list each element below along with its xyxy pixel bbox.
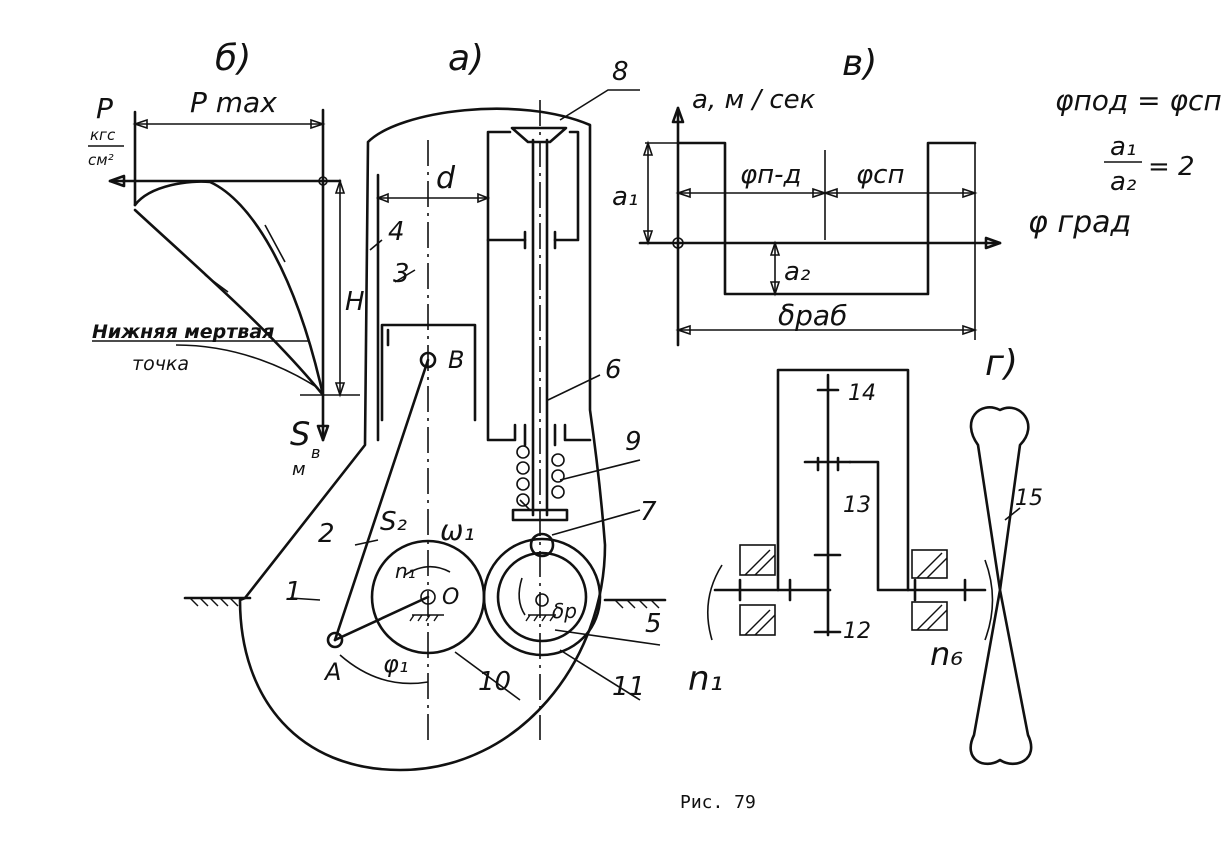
a-axis-label: a, м / сек — [692, 85, 816, 115]
ratio-denominator: a₂ — [1110, 167, 1136, 197]
s-axis-label: S — [290, 415, 310, 453]
label-panel-g: г) — [985, 343, 1018, 384]
p-axis-label: P — [96, 92, 113, 125]
part-2: 2 — [318, 519, 335, 549]
part-14: 14 — [848, 381, 876, 406]
crank-1 — [333, 595, 430, 642]
part-5: 5 — [645, 609, 662, 639]
symbol-delta-p: δр — [552, 599, 577, 623]
part-13: 13 — [843, 493, 871, 518]
indicator-curve — [133, 180, 325, 397]
pmax-label: P max — [190, 86, 277, 119]
point-O: O — [442, 585, 459, 610]
carrier-frame — [776, 368, 910, 592]
propeller-15 — [969, 406, 1033, 766]
angle-phi1-arc — [339, 654, 429, 685]
dead-point-leader — [175, 344, 319, 389]
spring-9 — [516, 445, 565, 507]
cylinder-head-box — [486, 130, 517, 442]
omega-arc — [404, 565, 451, 576]
connecting-rod-2 — [333, 358, 430, 642]
bearing-left-bottom — [739, 604, 776, 636]
label-panel-v: в) — [842, 43, 877, 84]
phi-pd-label: φп-д — [740, 160, 802, 190]
n1-arrow — [706, 564, 723, 641]
dead-point-line1: Нижняя мертвая — [92, 321, 274, 343]
joint-A — [326, 631, 344, 649]
label-n6: n₆ — [930, 635, 963, 673]
ground-left-hatch — [189, 597, 239, 607]
a1-label: a₁ — [612, 182, 638, 212]
a2-label: a₂ — [784, 257, 810, 287]
h-label: H — [345, 287, 365, 317]
part-4: 4 — [388, 217, 405, 247]
part-9: 9 — [625, 427, 642, 457]
cam-5 — [496, 551, 588, 643]
part-3: 3 — [393, 259, 410, 289]
symbol-omega1: ω₁ — [440, 514, 475, 547]
acceleration-diagram-panel — [638, 106, 1002, 347]
s-axis-sub: в — [311, 443, 320, 462]
ratio-value: = 2 — [1148, 152, 1195, 182]
label-n1: n₁ — [688, 659, 723, 699]
symbol-phi1: φ₁ — [383, 650, 408, 678]
pressure-diagram-panel — [92, 108, 360, 442]
part-15: 15 — [1015, 486, 1043, 511]
part-6: 6 — [605, 355, 622, 385]
point-A: A — [323, 658, 341, 686]
condition-phi: φпод = φсп — [1055, 84, 1222, 117]
delta-rab-label: δраб — [778, 299, 847, 332]
phi-sp-label: φсп — [856, 160, 904, 190]
bearing-left-top — [739, 544, 776, 576]
phi-axis-label: φ град — [1028, 205, 1131, 240]
gear-train-panel — [706, 368, 1033, 766]
delta-p-arc — [518, 577, 526, 616]
ratio-numerator: a₁ — [1110, 132, 1136, 162]
spring-seat — [511, 508, 569, 522]
dead-point-line2: точка — [132, 353, 189, 375]
p-axis-unit-bottom: см² — [88, 151, 114, 169]
n6-arrow — [984, 559, 994, 641]
joint-B — [419, 351, 437, 369]
p-axis-unit-top: кгс — [90, 126, 116, 144]
symbol-S2: S₂ — [380, 507, 407, 537]
piston-3 — [380, 323, 477, 422]
acceleration-curve — [676, 141, 977, 296]
valve-head-8 — [510, 126, 568, 144]
s-axis-unit: м — [292, 459, 306, 480]
part-10: 10 — [478, 667, 511, 697]
symbol-n1-inner: n₁ — [395, 559, 416, 583]
ground-right-hatch — [614, 599, 660, 609]
point-B: B — [448, 346, 464, 374]
part-11: 11 — [612, 672, 645, 702]
roller-7 — [529, 532, 555, 558]
mechanism-panel — [183, 89, 667, 772]
part-12: 12 — [843, 619, 871, 644]
joint-O — [420, 589, 436, 605]
part-1: 1 — [285, 577, 302, 607]
part-8: 8 — [612, 57, 629, 87]
label-panel-b: б) — [215, 38, 251, 79]
bearing-right-bottom — [911, 601, 948, 631]
symbol-d: d — [436, 161, 456, 196]
gear-11 — [482, 537, 602, 657]
label-panel-a: а) — [448, 38, 484, 79]
part-7: 7 — [640, 497, 657, 527]
figure-caption: Рис. 79 — [680, 792, 756, 813]
bearing-right-top — [911, 549, 948, 579]
